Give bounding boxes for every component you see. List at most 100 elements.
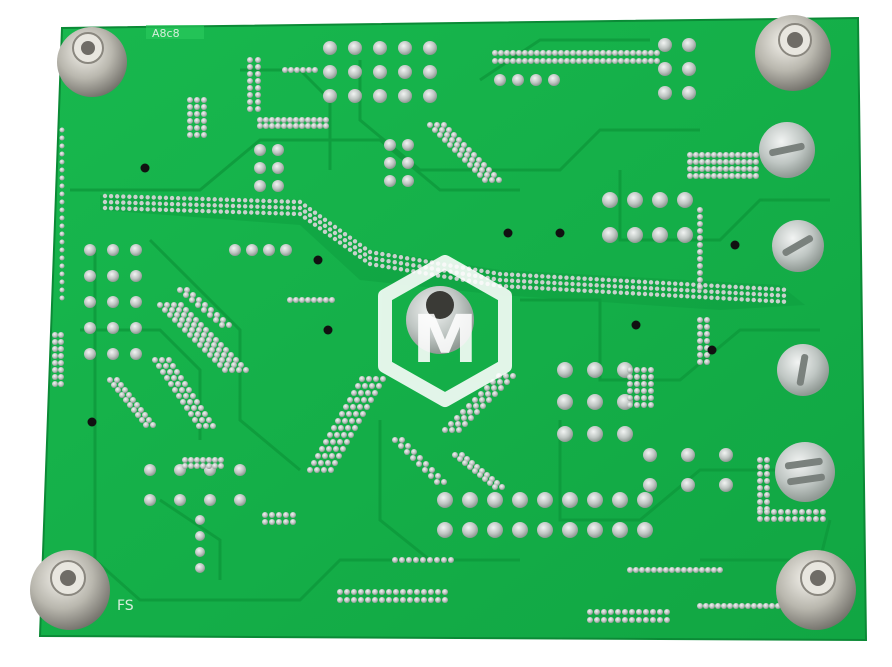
solder-pad: [262, 512, 268, 518]
band-via: [733, 284, 738, 290]
solder-pad: [606, 50, 612, 56]
solder-pad: [139, 417, 145, 423]
solder-pad: [59, 127, 65, 133]
solder-pad: [201, 118, 207, 124]
solder-pad: [263, 123, 269, 129]
solder-pad: [143, 422, 149, 428]
band-via: [528, 273, 533, 278]
band-vias: [102, 193, 787, 304]
band-via: [660, 286, 666, 292]
solder-pad: [323, 89, 337, 103]
band-via: [528, 279, 533, 284]
solder-pad: [757, 603, 763, 609]
solder-pad: [222, 367, 228, 373]
solder-pad: [618, 58, 624, 64]
silkscreen-corner-label: FS: [117, 598, 134, 614]
solder-pad: [477, 172, 483, 178]
solder-pad: [504, 50, 510, 56]
band-via: [757, 292, 762, 297]
screw-terminal-1: [759, 122, 815, 178]
solder-pad: [352, 425, 358, 431]
band-via: [648, 286, 654, 291]
solder-pad: [466, 147, 472, 153]
solder-pad: [216, 347, 222, 353]
screw-terminal-3: [777, 344, 829, 396]
band-via: [679, 293, 684, 299]
solder-pad: [305, 297, 311, 303]
solder-pad: [627, 388, 633, 394]
solder-pad: [467, 409, 473, 415]
solder-pad: [52, 374, 58, 380]
band-via: [570, 275, 575, 281]
solder-pad: [398, 41, 412, 55]
solder-pad: [479, 167, 485, 173]
band-via: [594, 289, 599, 294]
solder-pad: [704, 352, 710, 358]
solder-pad: [354, 397, 360, 403]
band-via: [630, 285, 636, 290]
solder-pad: [190, 292, 196, 298]
solder-pad: [255, 57, 261, 63]
solder-pad: [729, 159, 735, 165]
solder-pad: [466, 403, 472, 409]
band-via: [373, 262, 379, 268]
solder-pad: [427, 557, 433, 563]
solder-pad: [199, 337, 205, 343]
solder-pad: [207, 312, 213, 318]
solder-pad: [111, 382, 117, 388]
solder-pad: [643, 448, 657, 462]
solder-pad: [658, 62, 672, 76]
band-via: [503, 272, 509, 277]
solder-pad: [414, 597, 420, 603]
solder-pad: [272, 144, 284, 156]
solder-pad: [806, 516, 812, 522]
solder-pad: [482, 177, 488, 183]
solder-pad: [704, 359, 710, 365]
solder-pad: [167, 312, 173, 318]
solder-pad: [606, 58, 612, 64]
solder-pad: [194, 457, 200, 463]
solder-pad: [510, 58, 516, 64]
solder-pad: [362, 383, 368, 389]
band-via: [297, 211, 303, 217]
solder-pad: [315, 453, 321, 459]
solder-pad: [462, 522, 478, 538]
solder-pad: [634, 402, 640, 408]
solder-pad: [183, 393, 189, 399]
solder-pad: [359, 376, 365, 382]
band-via: [322, 217, 328, 223]
solder-pad: [764, 492, 770, 498]
band-via: [291, 211, 297, 217]
solder-pad: [59, 263, 65, 269]
solder-pad: [697, 228, 703, 234]
band-via: [534, 279, 539, 285]
band-via: [267, 210, 272, 216]
solder-pad: [351, 589, 357, 595]
solder-pad: [115, 387, 121, 393]
band-via: [630, 291, 636, 296]
solder-pad: [186, 317, 192, 323]
solder-pad: [711, 159, 717, 165]
band-via: [552, 286, 557, 292]
solder-pad: [59, 279, 65, 285]
band-via: [151, 195, 156, 200]
black-dot: [323, 325, 333, 335]
screw-terminal-2: [772, 220, 824, 272]
band-via: [114, 194, 120, 199]
solder-pad: [697, 324, 703, 330]
band-via: [212, 197, 217, 202]
solder-pad: [319, 446, 325, 452]
solder-pad: [534, 50, 540, 56]
solder-pad: [182, 457, 188, 463]
solder-pad: [546, 58, 552, 64]
band-via: [108, 205, 114, 211]
band-via: [594, 277, 599, 282]
solder-pad: [150, 422, 156, 428]
solder-pad: [682, 86, 696, 100]
band-via: [576, 276, 581, 281]
solder-pad: [705, 166, 711, 172]
band-via: [691, 282, 696, 287]
band-via: [411, 263, 416, 268]
solder-pad: [130, 348, 142, 360]
solder-pad: [130, 296, 142, 308]
